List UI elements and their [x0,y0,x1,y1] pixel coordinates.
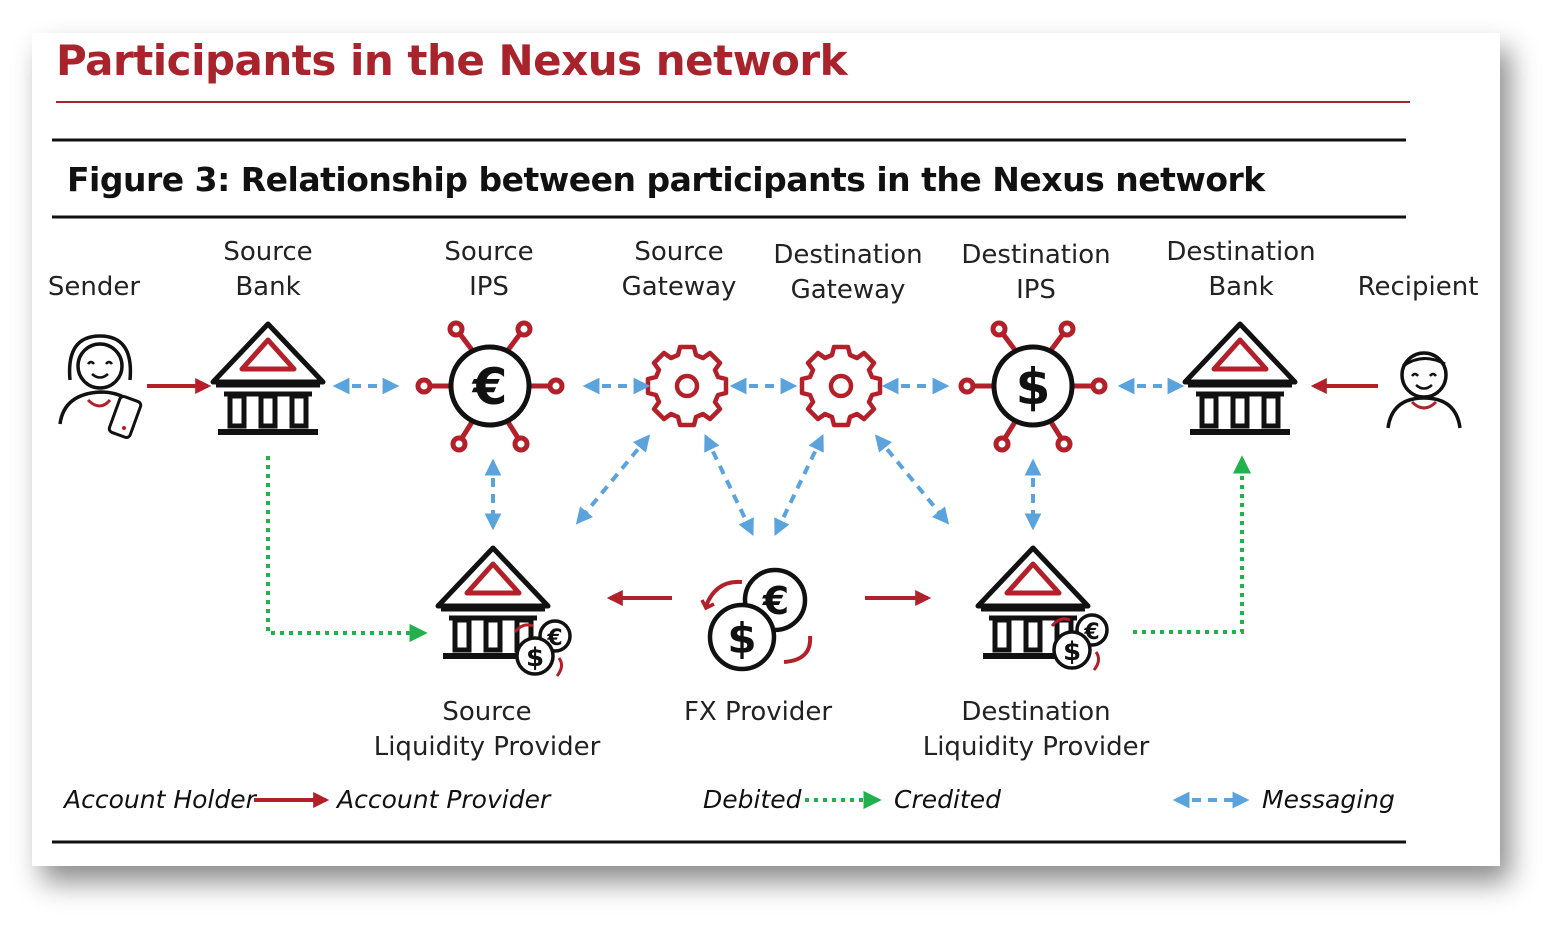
destination-ips-icon: $ [961,323,1105,450]
label-fx-provider: FX Provider [683,697,833,727]
source-gateway-gear-icon [648,347,726,425]
page-title: Participants in the Nexus network [56,36,848,85]
source-bank-icon [213,324,323,432]
svg-text:$: $ [727,614,756,663]
person-with-phone-icon [58,334,143,439]
figure-card [32,33,1500,866]
currency-exchange-icon: € $ [700,567,813,672]
legend-debited: Debited [703,785,802,814]
figure-title: Figure 3: Relationship between participa… [67,160,1265,199]
destination-liquidity-provider-icon [978,548,1109,672]
source-liquidity-provider-icon [438,548,572,678]
destination-gateway-gear-icon [802,347,880,425]
svg-text:$: $ [1016,358,1051,416]
destination-bank-icon [1185,324,1295,432]
legend-messaging: Messaging [1262,785,1395,814]
legend-account-holder: Account Holder [64,785,256,814]
label-sender: Sender [47,272,141,302]
legend-account-provider: Account Provider [337,785,551,814]
label-recipient: Recipient [1357,272,1479,302]
person-icon [1386,351,1462,429]
legend-credited: Credited [894,785,1001,814]
svg-text:€: € [472,358,508,416]
source-ips-icon: € [418,323,562,450]
